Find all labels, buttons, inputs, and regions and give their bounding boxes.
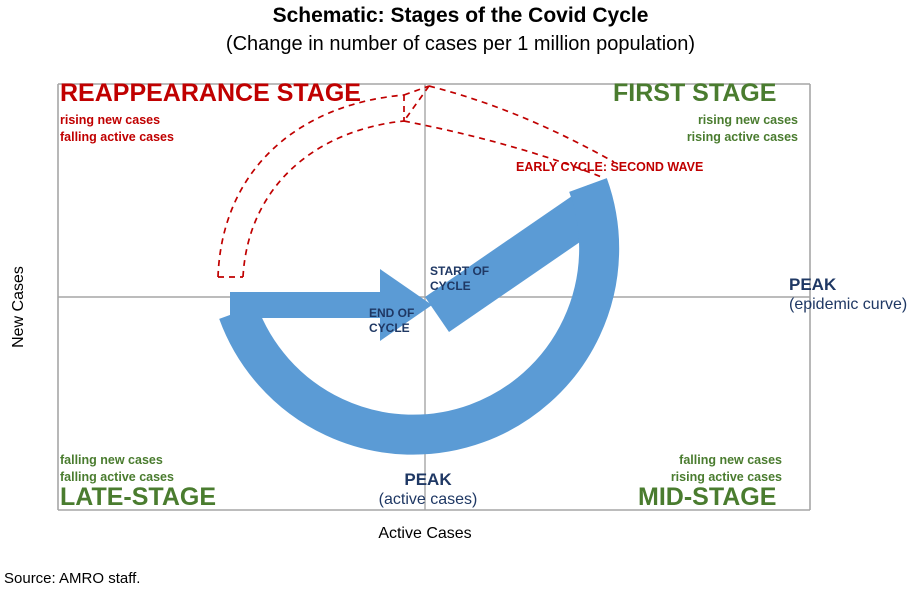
quadrant-heading-mid: MID-STAGE xyxy=(638,483,777,511)
annotation-peak-active-cases: PEAK (active cases) xyxy=(355,470,501,510)
quadrant-sub-reappearance: rising new cases falling active cases xyxy=(60,112,174,146)
y-axis-title: New Cases xyxy=(10,266,27,348)
cycle-arrow-diagonal xyxy=(425,185,612,332)
second-wave-lead-upper xyxy=(428,85,615,163)
quadrant-sub-first: rising new cases rising active cases xyxy=(613,112,798,146)
cycle-arrow-blue xyxy=(219,178,620,455)
quadrant-sub-late-line1: falling new cases xyxy=(60,453,163,467)
quadrant-sub-mid-line2: rising active cases xyxy=(670,469,782,484)
annotation-peak-active-main: PEAK xyxy=(404,470,452,489)
second-wave-arrow-red xyxy=(217,85,615,278)
quadrant-heading-reappearance: REAPPEARANCE STAGE xyxy=(60,79,361,107)
annotation-start-of-cycle: START OF CYCLE xyxy=(430,264,489,294)
second-wave-head-left xyxy=(403,85,430,96)
quadrant-sub-reappearance-line1: rising new cases xyxy=(60,113,161,127)
second-wave-head-right xyxy=(403,85,430,122)
annotation-peak-active-sub: (active cases) xyxy=(378,491,478,509)
quadrant-sub-late: falling new cases falling active cases xyxy=(60,452,174,486)
annotation-peak-epidemic-curve: PEAK (epidemic curve) xyxy=(789,275,907,315)
cycle-arrow-head xyxy=(380,269,432,341)
annotation-start-of-cycle-line2: CYCLE xyxy=(430,279,471,293)
cycle-arrow-shaft xyxy=(230,292,405,318)
quadrant-sub-first-line1: rising new cases xyxy=(697,113,798,127)
second-wave-inner-edge xyxy=(242,120,405,278)
second-wave-outer-edge xyxy=(217,94,405,278)
quadrant-sub-reappearance-line2: falling active cases xyxy=(60,129,174,144)
annotation-end-of-cycle: END OF CYCLE xyxy=(369,306,414,336)
x-axis-title: Active Cases xyxy=(378,525,472,542)
annotation-peak-epidemic-sub: (epidemic curve) xyxy=(789,296,908,314)
second-wave-lead-lower xyxy=(403,120,605,179)
figure-title: Schematic: Stages of the Covid Cycle xyxy=(272,4,649,27)
annotation-early-cycle-second-wave: EARLY CYCLE: SECOND WAVE xyxy=(516,160,704,174)
annotation-peak-epidemic-main: PEAK xyxy=(789,275,837,294)
source-note: Source: AMRO staff. xyxy=(4,570,141,587)
quadrant-sub-late-line2: falling active cases xyxy=(60,469,174,484)
quadrant-heading-first: FIRST STAGE xyxy=(613,79,777,107)
quadrant-sub-mid-line1: falling new cases xyxy=(679,453,782,467)
annotation-end-of-cycle-line1: END OF xyxy=(369,306,415,320)
annotation-end-of-cycle-line2: CYCLE xyxy=(369,321,410,335)
quadrant-heading-late: LATE-STAGE xyxy=(60,483,217,511)
figure-subtitle: (Change in number of cases per 1 million… xyxy=(225,33,696,55)
annotation-start-of-cycle-line1: START OF xyxy=(430,264,490,278)
quadrant-sub-mid: falling new cases rising active cases xyxy=(638,452,782,486)
cycle-arrow-arc xyxy=(219,178,620,455)
quadrant-sub-first-line2: rising active cases xyxy=(686,129,798,144)
